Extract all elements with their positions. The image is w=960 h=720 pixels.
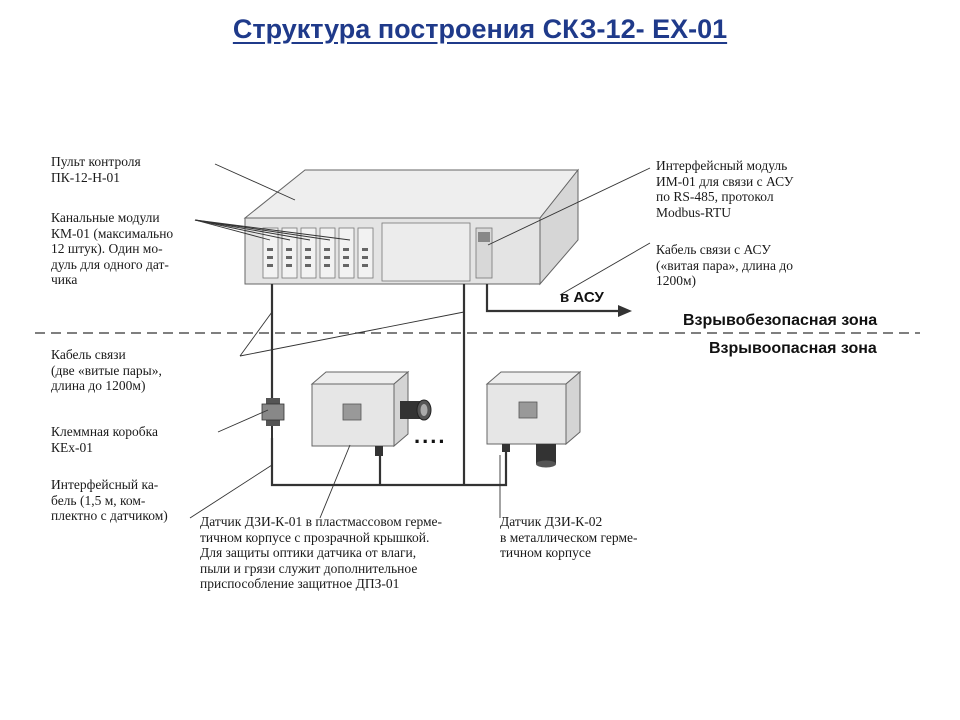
label-comm-cable: Кабель связи (две «витые пары», длина до… <box>51 347 162 393</box>
console-top <box>243 169 580 219</box>
leader-lines <box>189 163 651 519</box>
asu-arrow-label: в АСУ <box>560 289 604 306</box>
label-asu-cable: Кабель связи с АСУ («витая пара», длина … <box>656 242 793 288</box>
terminal-box <box>261 388 285 440</box>
cables <box>270 284 620 487</box>
module-leds <box>267 248 368 267</box>
label-terminal-box: Клеммная коробка КЕх-01 <box>51 424 158 455</box>
channel-modules <box>262 227 374 279</box>
safe-zone-label: Взрывобезопасная зона <box>683 312 878 329</box>
sensor-dzi-k02 <box>485 370 582 468</box>
label-interface-cable: Интерфейсный ка- бель (1,5 м, ком- плект… <box>51 477 168 523</box>
label-interface-module: Интерфейсный модуль ИМ-01 для связи с АС… <box>656 158 794 220</box>
page-title: Структура построения СКЗ-12- EX-01 <box>232 14 728 44</box>
label-channel-modules: Канальные модули КМ-01 (максимально 12 ш… <box>51 210 174 287</box>
danger-zone-label: Взрывоопасная зона <box>709 340 877 357</box>
display-panel <box>381 222 471 282</box>
label-control-console: Пульт контроля ПК-12-Н-01 <box>51 154 141 185</box>
label-sensor-dzi-k01: Датчик ДЗИ-К-01 в пластмассовом герме- т… <box>200 514 443 591</box>
sensor-dzi-k01 <box>310 370 432 456</box>
sensor-ellipsis: .... <box>414 423 447 448</box>
asu-arrow-head <box>618 305 632 317</box>
control-console <box>243 168 580 286</box>
label-sensor-dzi-k02: Датчик ДЗИ-К-02 в металлическом герме- т… <box>500 514 638 560</box>
